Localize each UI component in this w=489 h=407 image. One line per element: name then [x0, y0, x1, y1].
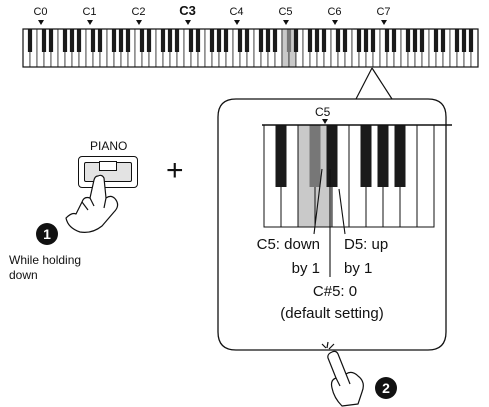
default-label-line1: C#5: 0 — [312, 283, 358, 300]
black-key — [468, 29, 474, 52]
zoom-black-key — [275, 125, 287, 187]
octave-label: C1 — [82, 6, 97, 18]
octave-marker — [184, 20, 191, 25]
black-key — [118, 29, 124, 52]
black-key — [342, 29, 348, 52]
black-key — [265, 29, 271, 52]
black-key — [146, 29, 152, 52]
black-key — [125, 29, 131, 52]
octave-label: C7 — [376, 6, 391, 18]
octave-marker — [37, 20, 44, 25]
black-key — [167, 29, 173, 52]
step1-badge: 1 — [36, 223, 58, 245]
black-key — [356, 29, 362, 52]
plus-sign: + — [166, 154, 184, 187]
black-key — [454, 29, 460, 52]
down-label-line1: C5: down — [256, 236, 320, 253]
default-label: C#5: 0 (default setting) — [218, 283, 446, 323]
black-key — [440, 29, 446, 52]
black-key — [433, 29, 439, 52]
black-key — [188, 29, 194, 52]
black-key — [223, 29, 229, 52]
octave-marker — [135, 20, 142, 25]
default-label-line2: (default setting) — [280, 305, 384, 322]
black-key — [405, 29, 411, 52]
full-keyboard: C0 C1 C2 C3 C4 C5 C6 C7 — [0, 0, 489, 72]
black-key — [363, 29, 369, 52]
octave-marker — [282, 20, 289, 25]
black-key — [384, 29, 390, 52]
black-key — [139, 29, 145, 52]
black-key — [237, 29, 243, 52]
black-key — [97, 29, 103, 52]
black-key — [314, 29, 320, 52]
step1-caption-line1: While holding — [9, 253, 82, 267]
black-key — [160, 29, 166, 52]
black-key — [335, 29, 341, 52]
black-key — [62, 29, 68, 52]
octave-marker — [86, 20, 93, 25]
hand-pointing-icon — [321, 341, 364, 407]
black-key — [419, 29, 425, 52]
black-key — [111, 29, 117, 52]
keyboard-frame — [22, 28, 479, 68]
zoom-black-key — [394, 125, 406, 187]
black-key — [286, 29, 292, 52]
zoom-black-key — [326, 125, 338, 187]
zoom-panel: C5 C5: down by 1 D5: up by 1 C#5: 0 (def… — [218, 99, 452, 350]
black-key — [258, 29, 264, 52]
zoom-black-key — [360, 125, 372, 187]
black-key — [27, 29, 33, 52]
black-key — [76, 29, 82, 52]
up-label-line1: D5: up — [344, 236, 389, 253]
octave-label: C2 — [131, 6, 146, 18]
black-key — [370, 29, 376, 52]
step2-badge: 2 — [375, 377, 397, 399]
black-key — [174, 29, 180, 52]
piano-button-indicator — [99, 161, 117, 171]
black-key — [69, 29, 75, 52]
step1-caption: While holding down — [9, 253, 81, 283]
black-key — [216, 29, 222, 52]
step1-caption-line2: down — [9, 268, 38, 282]
black-key — [307, 29, 313, 52]
octave-label: C3 — [179, 3, 196, 18]
octave-label: C4 — [229, 6, 244, 18]
down-label-line2: by 1 — [291, 260, 320, 277]
black-key — [391, 29, 397, 52]
zoom-black-key — [377, 125, 389, 187]
octave-labels: C0 C1 C2 C3 C4 C5 C6 C7 — [0, 0, 489, 28]
zoom-keyboard-graphic — [262, 124, 452, 228]
black-key — [272, 29, 278, 52]
black-key — [48, 29, 54, 52]
zoom-key-marker — [322, 119, 328, 124]
black-key — [321, 29, 327, 52]
keyboard-graphic — [22, 28, 479, 68]
black-key — [90, 29, 96, 52]
piano-button-label: PIANO — [90, 139, 128, 153]
black-key — [41, 29, 47, 52]
octave-marker — [233, 20, 240, 25]
octave-label: C6 — [327, 6, 342, 18]
zoom-pointer-lines — [313, 168, 346, 277]
black-key — [412, 29, 418, 52]
octave-marker — [380, 20, 387, 25]
octave-label: C5 — [278, 6, 293, 18]
down-label: C5: down by 1 — [232, 236, 320, 278]
up-label: D5: up by 1 — [344, 236, 388, 278]
black-key — [244, 29, 250, 52]
black-key — [293, 29, 299, 52]
up-label-line2: by 1 — [344, 260, 373, 277]
octave-marker — [331, 20, 338, 25]
zoom-black-key-highlight — [309, 125, 321, 187]
octave-label: C0 — [33, 6, 48, 18]
black-key — [209, 29, 215, 52]
zoom-key-label: C5 — [315, 105, 331, 119]
hand-pressing-icon — [65, 174, 119, 233]
black-key — [195, 29, 201, 52]
black-key — [461, 29, 467, 52]
